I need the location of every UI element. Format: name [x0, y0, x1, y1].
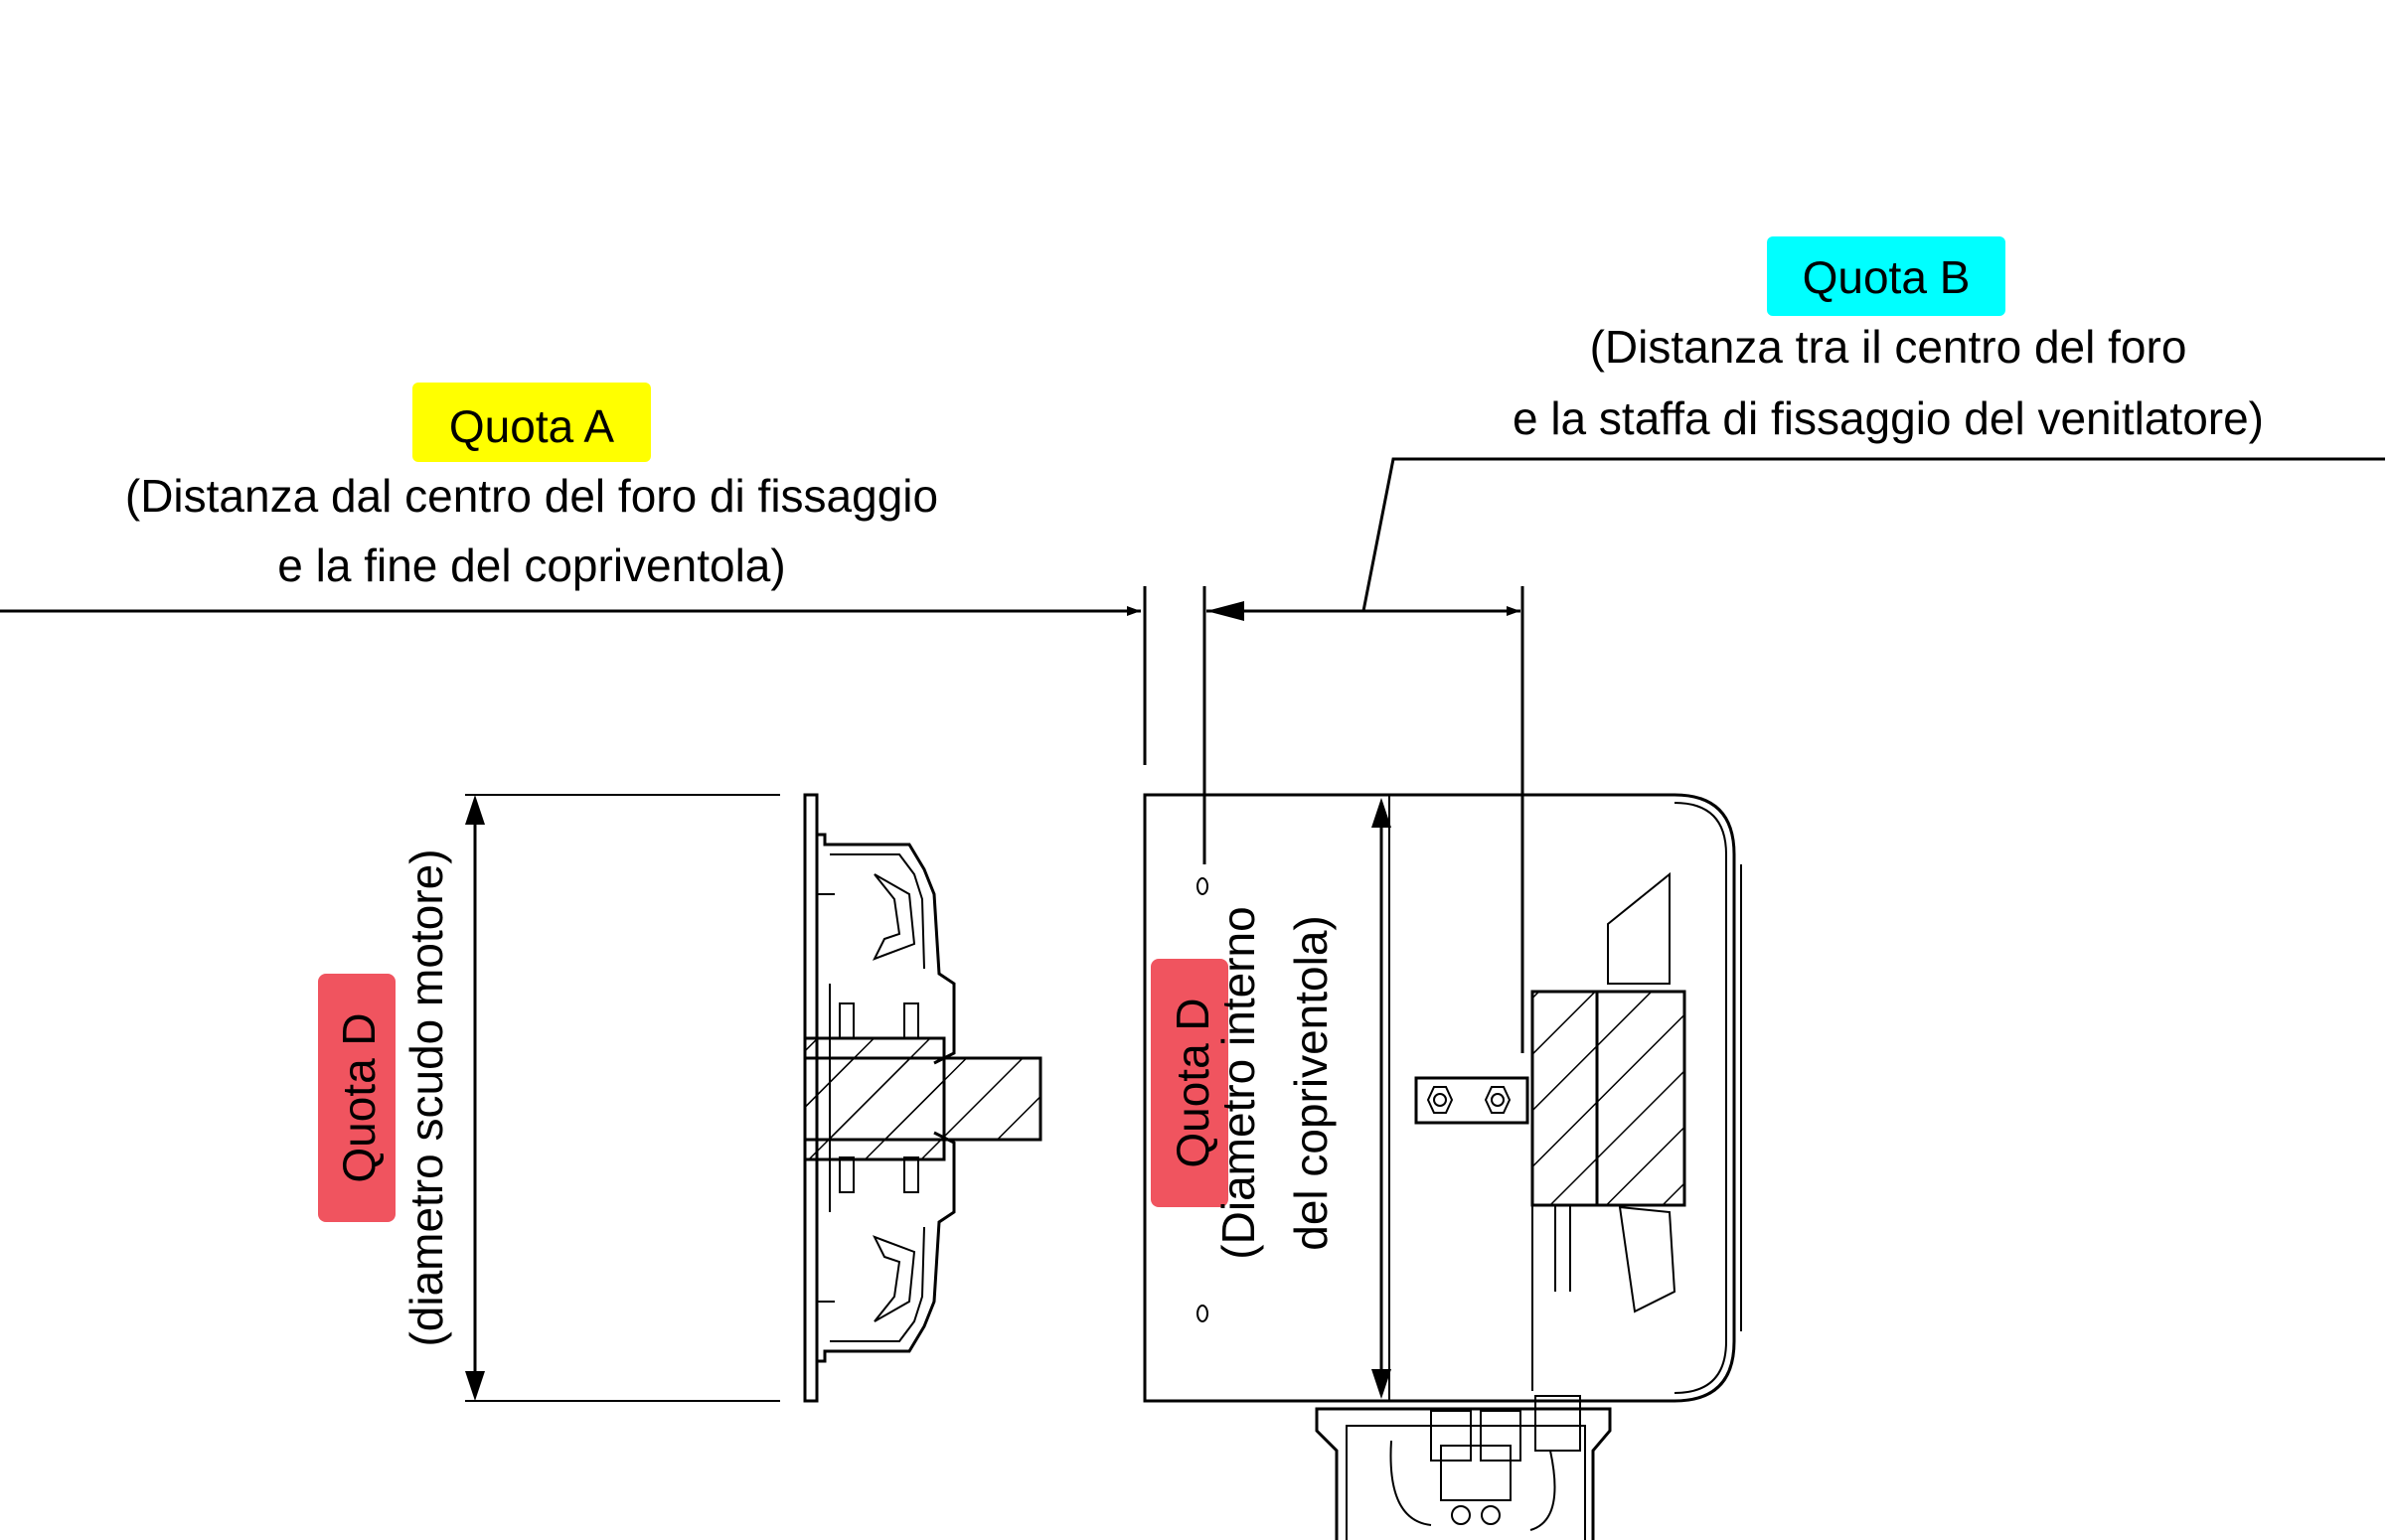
- quota-d-right-line2: del copriventola): [1285, 915, 1337, 1251]
- quota-b-highlight: [1767, 236, 2005, 316]
- quota-b-tag: Quota B: [1803, 251, 1971, 303]
- quota-d-right-desc: (Diametro interno: [1212, 906, 1264, 1259]
- quota-a-dimension: [0, 586, 1147, 765]
- quota-a-highlight: [412, 383, 651, 462]
- hole-bottom-icon: [1196, 1305, 1208, 1322]
- quota-d-left-desc: (diametro scudo motore): [400, 848, 452, 1346]
- quota-d-left-description: (diametro scudo motore): [400, 848, 452, 1346]
- quota-b-line2: e la staffa di fissaggio del venitlatore…: [1513, 392, 2264, 444]
- motor-shield-drawing: [465, 793, 1042, 1403]
- quota-d-left-tag: Quota D: [333, 1012, 385, 1182]
- quota-a-tag: Quota A: [449, 400, 615, 452]
- quota-d-left-label: Quota D: [318, 974, 396, 1222]
- quota-d-right-desc2: del copriventola): [1285, 915, 1337, 1251]
- quota-a-line1: (Distanza dal centro del foro di fissagg…: [125, 470, 938, 522]
- quota-d-right-prefix: (: [1212, 1244, 1264, 1260]
- quota-d-right-highlight: [1151, 959, 1228, 1207]
- quota-a-label: Quota A (Distanza dal centro del foro di…: [125, 383, 938, 591]
- quota-d-right-label: Quota D: [1151, 959, 1228, 1207]
- hole-top-icon: [1196, 877, 1208, 895]
- quota-b-dimension: [1202, 457, 2385, 1053]
- quota-b-line1: (Distanza tra il centro del foro: [1590, 321, 2187, 373]
- quota-a-line2: e la fine del copriventola): [277, 539, 785, 591]
- quota-d-right-tag: Quota D: [1167, 998, 1218, 1167]
- quota-d-left-highlight: [318, 974, 396, 1222]
- quota-d-right-line1: Diametro interno: [1212, 906, 1264, 1244]
- quota-d-right-line1-wrap: (Diametro interno: [1212, 906, 1264, 1259]
- quota-b-label: Quota B (Distanza tra il centro del foro…: [1513, 236, 2264, 444]
- fan-cover-drawing: [1143, 793, 1742, 1540]
